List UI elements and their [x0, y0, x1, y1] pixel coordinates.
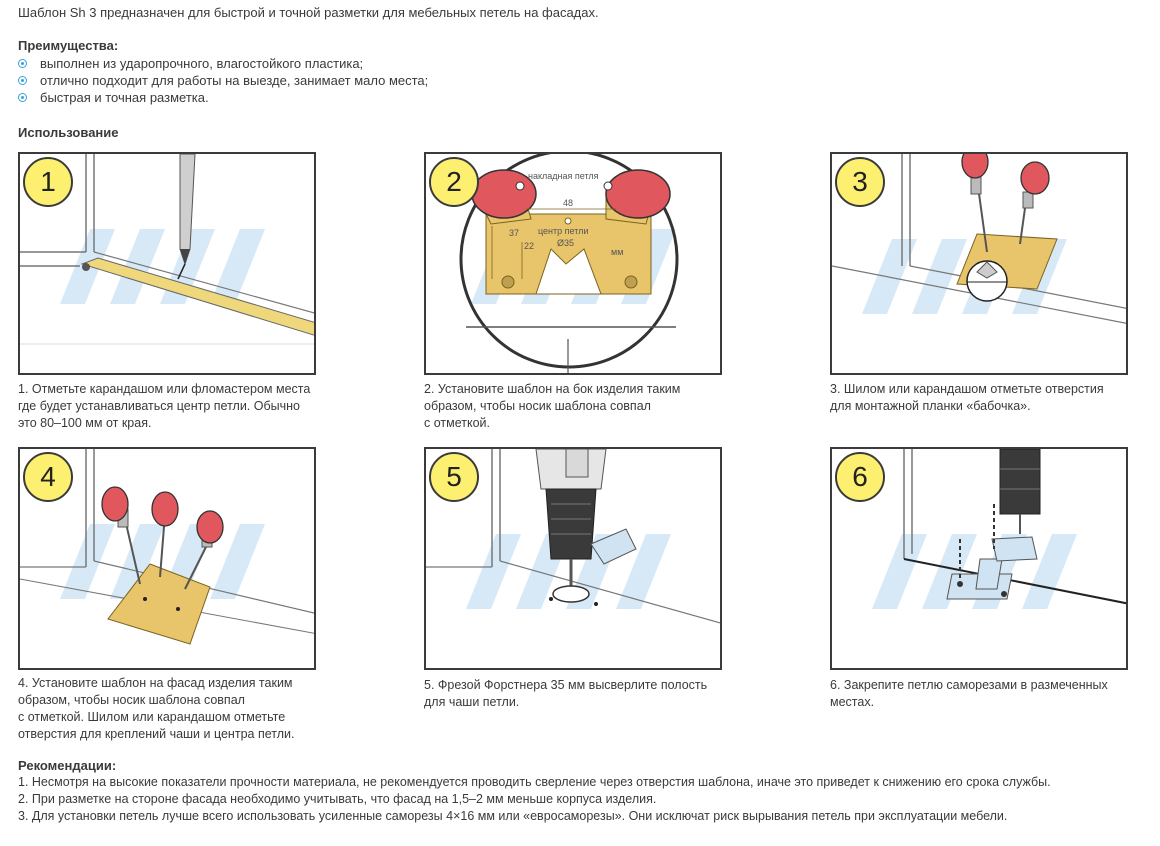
bullet-icon	[18, 76, 27, 85]
template-label-top: накладная петля	[528, 171, 599, 181]
step-3-drawing	[832, 154, 1126, 324]
step-2-caption: 2. Установите шаблон на бок изделия таки…	[424, 381, 680, 432]
caption-line: образом, чтобы носик шаблона совпал	[18, 693, 245, 707]
step-3-caption: 3. Шилом или карандашом отметьте отверст…	[830, 381, 1104, 415]
caption-line: с отметкой. Шилом или карандашом отметьт…	[18, 710, 286, 724]
usage-title: Использование	[18, 125, 119, 140]
caption-line: где будет устанавливаться центр петли. О…	[18, 399, 300, 413]
caption-line: с отметкой.	[424, 416, 490, 430]
step-5-drawing	[426, 449, 720, 624]
template-label-unit: мм	[611, 247, 623, 257]
caption-line: 4. Установите шаблон на фасад изделия та…	[18, 676, 293, 690]
caption-line: 2. Установите шаблон на бок изделия таки…	[424, 382, 681, 396]
recommendation-item: 3. Для установки петель лучше всего испо…	[18, 809, 1008, 823]
step-1-caption: 1. Отметьте карандашом или фломастером м…	[18, 381, 310, 432]
advantage-text: отлично подходит для работы на выезде, з…	[40, 73, 429, 88]
template-label-height: 37	[509, 228, 519, 238]
advantage-text: выполнен из ударопрочного, влагостойкого…	[40, 56, 364, 71]
caption-line: образом, чтобы носик шаблона совпал	[424, 399, 651, 413]
step-number-badge: 2	[429, 157, 479, 207]
advantage-item: быстрая и точная разметка.	[18, 89, 428, 106]
caption-line: для чаши петли.	[424, 695, 520, 709]
bullet-icon	[18, 93, 27, 102]
caption-line: 6. Закрепите петлю саморезами в размечен…	[830, 678, 1108, 692]
step-6-drawing	[872, 449, 1126, 609]
template-label-width: 48	[563, 198, 573, 208]
recommendation-item: 2. При разметке на стороне фасада необхо…	[18, 792, 657, 806]
advantages-list: выполнен из ударопрочного, влагостойкого…	[18, 55, 428, 106]
caption-line: это 80–100 мм от края.	[18, 416, 152, 430]
caption-line: 5. Фрезой Форстнера 35 мм высверлите пол…	[424, 678, 708, 692]
advantage-text: быстрая и точная разметка.	[40, 90, 209, 105]
step-number-badge: 3	[835, 157, 885, 207]
step-6-caption: 6. Закрепите петлю саморезами в размечен…	[830, 677, 1108, 711]
template-label-diameter: Ø35	[557, 238, 574, 248]
template-label-depth: 22	[524, 241, 534, 251]
recommendations-title: Рекомендации:	[18, 758, 117, 773]
bullet-icon	[18, 59, 27, 68]
step-number-badge: 5	[429, 452, 479, 502]
intro-text: Шаблон Sh 3 предназначен для быстрой и т…	[18, 5, 599, 20]
caption-line: для монтажной планки «бабочка».	[830, 399, 1031, 413]
step-number-badge: 1	[23, 157, 73, 207]
template-label-center: центр петли	[538, 226, 588, 236]
step-number-badge: 4	[23, 452, 73, 502]
step-number-badge: 6	[835, 452, 885, 502]
step-1-illustration	[18, 152, 316, 375]
advantage-item: выполнен из ударопрочного, влагостойкого…	[18, 55, 428, 72]
advantages-title: Преимущества:	[18, 38, 119, 53]
step-4-caption: 4. Установите шаблон на фасад изделия та…	[18, 675, 294, 743]
advantage-item: отлично подходит для работы на выезде, з…	[18, 72, 428, 89]
step-5-illustration	[424, 447, 722, 670]
caption-line: 3. Шилом или карандашом отметьте отверст…	[830, 382, 1104, 396]
recommendation-item: 1. Несмотря на высокие показатели прочно…	[18, 775, 1051, 789]
caption-line: отверстия для креплений чаши и центра пе…	[18, 727, 295, 741]
caption-line: местах.	[830, 695, 875, 709]
step-2-drawing: накладная петля 48 центр петли Ø35 37 22…	[459, 154, 679, 373]
recommendations-list: 1. Несмотря на высокие показатели прочно…	[18, 774, 1051, 825]
step-1-drawing	[20, 154, 314, 345]
caption-line: 1. Отметьте карандашом или фломастером м…	[18, 382, 311, 396]
step-5-caption: 5. Фрезой Форстнера 35 мм высверлите пол…	[424, 677, 707, 711]
step-4-drawing	[20, 449, 314, 645]
